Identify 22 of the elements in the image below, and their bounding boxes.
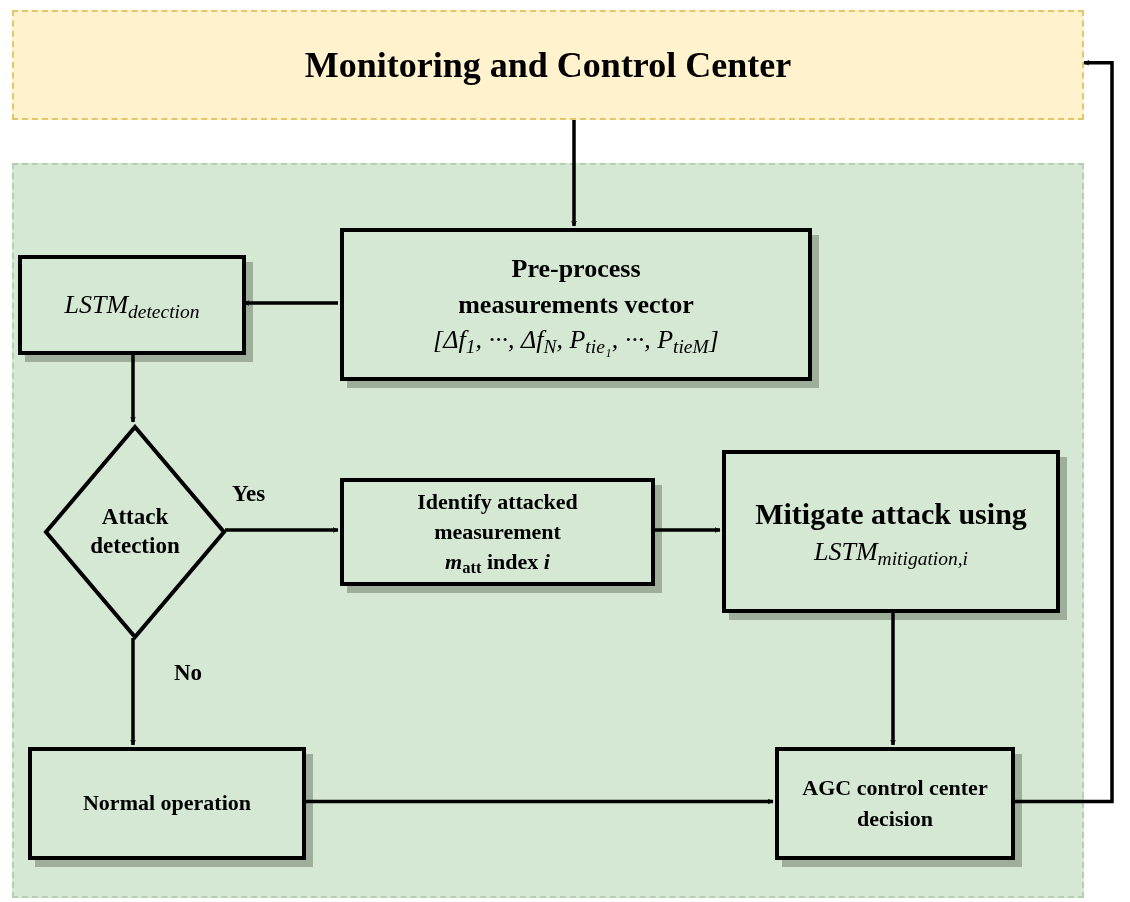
- box-text: Pre-process measurements vector: [457, 252, 695, 321]
- box-text: Normal operation: [83, 789, 251, 818]
- box-text: Mitigate attack using: [755, 496, 1027, 532]
- decision-text: Attack detection: [89, 503, 181, 560]
- arrow: [243, 300, 338, 306]
- arrow: [571, 120, 577, 227]
- header-title: Monitoring and Control Center: [304, 44, 792, 87]
- decision-diamond: [43, 424, 227, 640]
- header-band: [12, 10, 1084, 120]
- math-text: LSTM$_{mitigation,i}$: [813, 536, 968, 570]
- arrow: [130, 353, 136, 423]
- arrow: [890, 611, 896, 746]
- arrow: [304, 798, 774, 805]
- box-text: AGC control center decision: [801, 774, 989, 833]
- arrow: [225, 527, 339, 533]
- panel-background: [12, 163, 1084, 898]
- math-text: LSTM$_{detection}$: [64, 289, 200, 323]
- arrow: [653, 527, 721, 533]
- arrow: [130, 638, 136, 746]
- box-text: m$_{att}$ index i: [445, 548, 550, 578]
- arrow: [1013, 59, 1114, 804]
- math-text: [Δf$_{1}$, ···, Δf$_{N}$, P$_{tie₁}$, ···, P$_{tieM}$]: [433, 324, 719, 359]
